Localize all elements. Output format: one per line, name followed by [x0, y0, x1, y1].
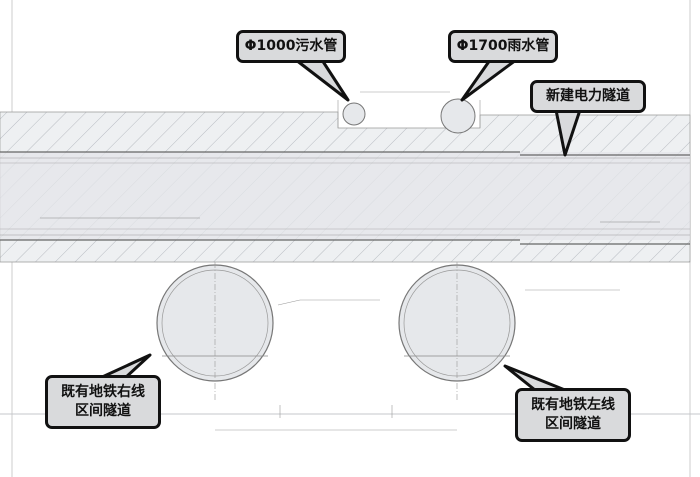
metro-right-label-line1: 既有地铁右线 [61, 384, 145, 400]
metro-left-tunnel [398, 262, 516, 400]
power-tunnel [0, 151, 690, 245]
power-tunnel-label: 新建电力隧道 [546, 88, 630, 104]
metro-left-label-line2: 区间隧道 [545, 416, 601, 432]
metro-right-label-line2: 区间隧道 [75, 403, 131, 419]
sewer-pipe [342, 102, 366, 126]
metro-right-tunnel [156, 262, 274, 400]
metro-left-label-line1: 既有地铁左线 [531, 397, 615, 413]
rain-pipe-callout: Φ1700雨水管 [448, 30, 558, 63]
metro-left-callout: 既有地铁左线 区间隧道 [515, 388, 631, 442]
power-tunnel-callout: 新建电力隧道 [530, 80, 646, 113]
rain-pipe [440, 98, 476, 134]
sewer-pipe-callout: Φ1000污水管 [236, 30, 346, 63]
sewer-pipe-label: Φ1000污水管 [244, 38, 338, 54]
rain-pipe-label: Φ1700雨水管 [456, 38, 550, 54]
metro-right-callout: 既有地铁右线 区间隧道 [45, 375, 161, 429]
